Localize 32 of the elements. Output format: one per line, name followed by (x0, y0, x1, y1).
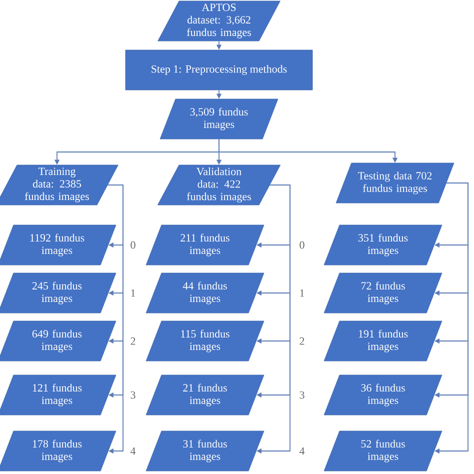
class-number: 1 (131, 289, 136, 297)
data-parallelogram: 44 fundus images (146, 272, 264, 314)
data-parallelogram: Training data: 2385 fundus images (0, 164, 118, 206)
class-number: 0 (300, 241, 304, 249)
data-parallelogram: 115 fundus images (146, 320, 264, 362)
data-parallelogram: 649 fundus images (0, 320, 116, 362)
data-parallelogram: 245 fundus images (0, 272, 116, 314)
data-parallelogram: 178 fundus images (0, 430, 116, 472)
data-parallelogram: 351 fundus images (324, 224, 442, 266)
class-number: 4 (299, 447, 305, 455)
data-parallelogram: 191 fundus images (324, 320, 442, 362)
arrow (107, 184, 124, 454)
data-parallelogram: 72 fundus images (324, 272, 442, 314)
class-number: 0 (130, 241, 136, 249)
data-parallelogram: 31 fundus images (146, 430, 264, 472)
data-parallelogram: 36 fundus images (324, 374, 442, 416)
data-parallelogram: 1192 fundus images (0, 224, 116, 266)
data-parallelogram: 52 fundus images (324, 430, 442, 472)
class-number: 2 (300, 337, 304, 345)
class-number: 1 (300, 289, 304, 297)
data-parallelogram: 21 fundus images (146, 374, 264, 416)
class-number: 2 (130, 337, 136, 345)
data-parallelogram: 3,509 fundus images (160, 98, 278, 140)
data-parallelogram: Validation data: 422 fundus images (157, 164, 281, 206)
process-box: Step 1: Preprocessing methods (125, 50, 313, 90)
class-number: 3 (300, 391, 304, 399)
data-parallelogram: 211 fundus images (146, 224, 264, 266)
class-number: 4 (130, 447, 136, 455)
class-number: 3 (130, 391, 136, 399)
data-parallelogram: Testing data 702 fundus images (336, 162, 454, 204)
data-parallelogram: 121 fundus images (0, 374, 116, 416)
data-parallelogram: APTOS dataset: 3,662 fundus images (158, 0, 280, 42)
